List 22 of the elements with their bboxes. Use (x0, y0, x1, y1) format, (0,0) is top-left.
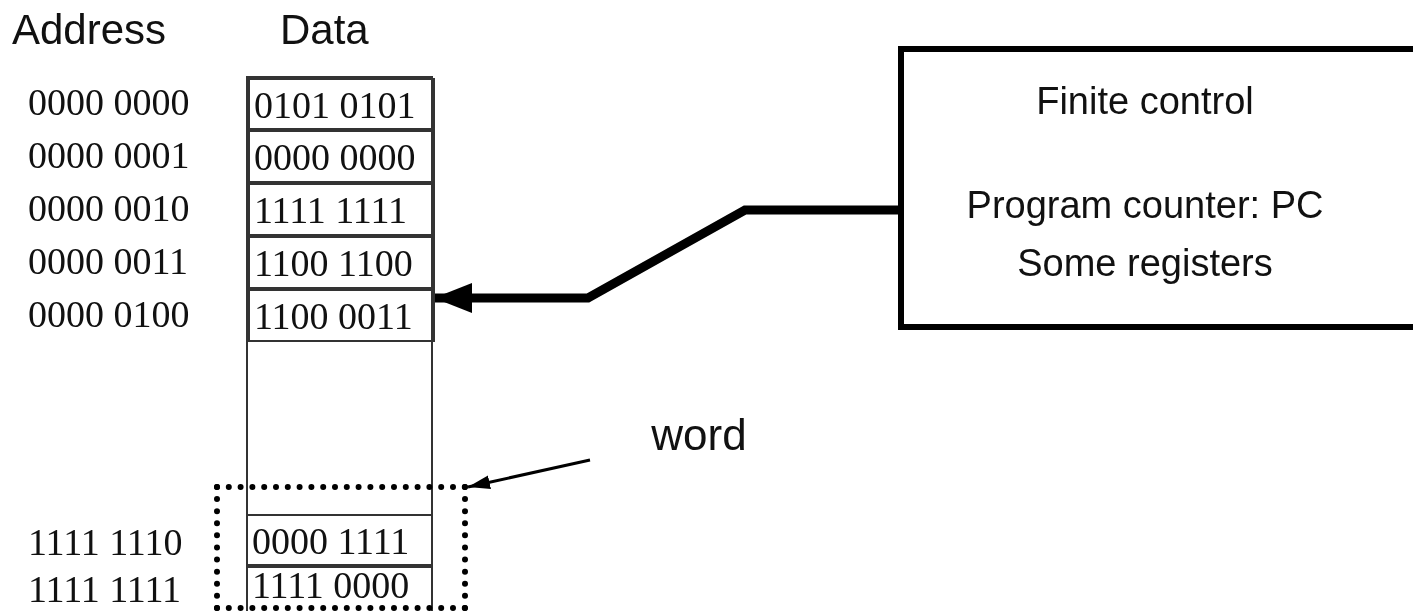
box-body: Program counter: PC Some registers (965, 183, 1325, 286)
column-heading: Data (280, 6, 369, 54)
address-label: 1111 1110 (28, 520, 183, 564)
memory-cell: 0000 1111 (246, 514, 433, 566)
memory-cell: 0101 0101 (248, 78, 435, 130)
leader-line (467, 458, 591, 490)
memory-cell: 1111 1111 (248, 183, 435, 236)
address-label: 0000 0010 (28, 186, 190, 230)
memory-cell: 0000 0000 (248, 130, 435, 183)
memory-cell: 1100 1100 (248, 236, 435, 289)
box-heading: Finite control (1035, 79, 1255, 124)
address-label: 1111 1111 (28, 567, 182, 611)
address-label: 0000 0100 (28, 292, 190, 336)
address-label: 0000 0000 (28, 80, 190, 124)
memory-cell: 1100 0011 (248, 289, 435, 342)
address-label: 0000 0011 (28, 239, 189, 283)
word-outline (214, 484, 468, 611)
process-box (898, 46, 1413, 330)
arrow (434, 205, 898, 313)
column-heading: Address (12, 6, 167, 54)
address-label: 0000 0001 (28, 133, 190, 177)
callout-text: word (626, 404, 772, 466)
